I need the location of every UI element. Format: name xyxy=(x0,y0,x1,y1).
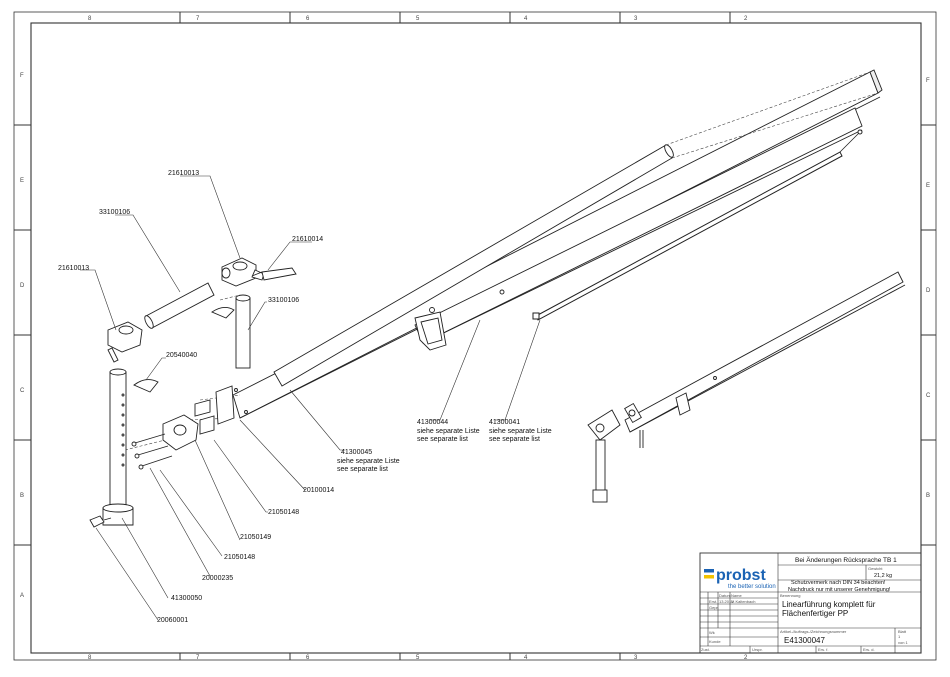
zone-bottom-3: 3 xyxy=(634,655,638,661)
label-20540040: 20540040 xyxy=(166,352,197,359)
zone-bottom-6: 6 xyxy=(306,655,310,661)
foot-ers-durch: Ers. d. xyxy=(863,647,875,652)
change-note: Bei Änderungen Rücksprache TB 1 xyxy=(795,556,897,564)
zone-bottom-7: 7 xyxy=(196,655,200,661)
label-41300045-en: see separate list xyxy=(337,466,388,473)
copyright-line-2: Nachdruck nur mit unserer Genehmigung! xyxy=(788,587,891,593)
row-kunde: Kunde xyxy=(709,639,721,644)
mount-plate-assembly xyxy=(131,385,248,470)
zone-left-A: A xyxy=(20,593,24,599)
row-erst-name: M.Kaltenbach xyxy=(731,599,755,604)
label-21050149: 21050149 xyxy=(240,534,271,541)
label-21050148-b: 21050148 xyxy=(224,554,255,561)
tube-33100106-vertical xyxy=(235,294,251,369)
zone-left-E: E xyxy=(20,178,24,184)
cap-20540040 xyxy=(133,307,235,393)
label-20060001: 20060001 xyxy=(157,617,188,624)
tube-33100106-left xyxy=(144,282,215,329)
rear-tube-41300044 xyxy=(414,107,863,351)
drawing-number: E41300047 xyxy=(784,636,825,645)
wing-screw-20060001 xyxy=(89,515,112,528)
label-41300045: 41300045 xyxy=(341,449,372,456)
sheet-of: von 1 xyxy=(898,640,909,645)
label-21610014: 21610014 xyxy=(292,236,323,243)
clamp-21610013-top xyxy=(221,257,265,287)
label-33100106-left: 33100106 xyxy=(99,209,130,216)
label-41300041: 41300041 xyxy=(489,419,520,426)
weight-label: Gewicht xyxy=(868,566,883,571)
number-label: Artikel-/Auftrags-/Zeichnungsnummer xyxy=(780,629,847,634)
label-20100014: 20100014 xyxy=(303,487,334,494)
zone-right-B: B xyxy=(926,493,930,499)
copyright-line-1: Schutzvermerk nach DIN 34 beachten! xyxy=(791,580,886,586)
title-block xyxy=(699,552,922,654)
label-20000235: 20000235 xyxy=(202,575,233,582)
foot-zust: Zust. xyxy=(701,647,710,652)
label-21050148-a: 21050148 xyxy=(268,509,299,516)
zone-top-4: 4 xyxy=(524,16,528,22)
col-datum: Datum xyxy=(719,593,731,598)
zone-right-F: F xyxy=(926,78,930,84)
row-gepr: Gepr. xyxy=(709,605,719,610)
drawing-title-1: Linearführung komplett für xyxy=(782,600,876,609)
zone-top-8: 8 xyxy=(88,16,92,22)
row-erst: Erst. xyxy=(709,599,717,604)
callout-labels: 21610013 21610014 33100106 33100106 2161… xyxy=(58,170,552,624)
sheet-label: Blatt xyxy=(898,629,907,634)
clamp-21610013-left xyxy=(107,321,143,363)
zone-bottom-4: 4 xyxy=(524,655,528,661)
label-41300045-de: siehe separate Liste xyxy=(337,458,400,465)
logo-tagline: the better solution xyxy=(728,584,776,590)
guide-rod-41300041 xyxy=(532,129,863,321)
zone-left-B: B xyxy=(20,493,24,499)
foot-ursprung: Urspr. xyxy=(752,647,763,652)
leader-lines xyxy=(80,175,541,621)
zone-left-C: C xyxy=(20,388,25,394)
title-block-text: Bei Änderungen Rücksprache TB 1 Gewicht … xyxy=(701,556,909,652)
zone-right-D: D xyxy=(926,288,931,294)
row-erst-date: 13.2011 xyxy=(719,599,734,604)
zone-bottom-8: 8 xyxy=(88,655,92,661)
drawing-frame xyxy=(13,11,937,661)
main-profile-long xyxy=(232,69,883,419)
label-41300044-en: see separate list xyxy=(417,436,468,443)
zone-bottom-5: 5 xyxy=(416,655,420,661)
drawing-title-2: Flächenfertiger PP xyxy=(782,609,848,618)
foot-ers-fuer: Ers. f. xyxy=(818,647,828,652)
logo-text: probst xyxy=(716,567,766,584)
lever-21610014 xyxy=(251,267,297,281)
label-41300041-en: see separate list xyxy=(489,436,540,443)
post-41300050 xyxy=(102,368,134,526)
col-name: Name xyxy=(731,593,742,598)
zone-top-2: 2 xyxy=(744,16,748,22)
col-benennung: Benennung xyxy=(780,593,800,598)
zone-bottom-2: 2 xyxy=(744,655,748,661)
label-41300044-de: siehe separate Liste xyxy=(417,428,480,435)
zone-left-F: F xyxy=(20,73,24,79)
cover-tube-upper xyxy=(273,144,674,387)
label-41300044: 41300044 xyxy=(417,419,448,426)
zone-top-7: 7 xyxy=(196,16,200,22)
label-33100106-right: 33100106 xyxy=(268,297,299,304)
label-21610013-top: 21610013 xyxy=(168,170,199,177)
assembled-view-right xyxy=(587,271,906,503)
weight-value: 21,2 kg xyxy=(874,573,892,579)
probst-logo: probst the better solution xyxy=(704,567,776,590)
label-41300041-de: siehe separate Liste xyxy=(489,428,552,435)
zone-left-D: D xyxy=(20,283,25,289)
label-41300050: 41300050 xyxy=(171,595,202,602)
zone-top-5: 5 xyxy=(416,16,420,22)
row-wk: Wk xyxy=(709,630,715,635)
zone-top-3: 3 xyxy=(634,16,638,22)
zone-right-C: C xyxy=(926,393,931,399)
zone-labels: 8 7 6 5 4 3 2 8 7 6 5 4 3 2 F E D C B A … xyxy=(20,16,931,661)
zone-right-E: E xyxy=(926,183,930,189)
label-21610013-left: 21610013 xyxy=(58,265,89,272)
zone-top-6: 6 xyxy=(306,16,310,22)
sheet-value: 1 xyxy=(898,634,901,639)
